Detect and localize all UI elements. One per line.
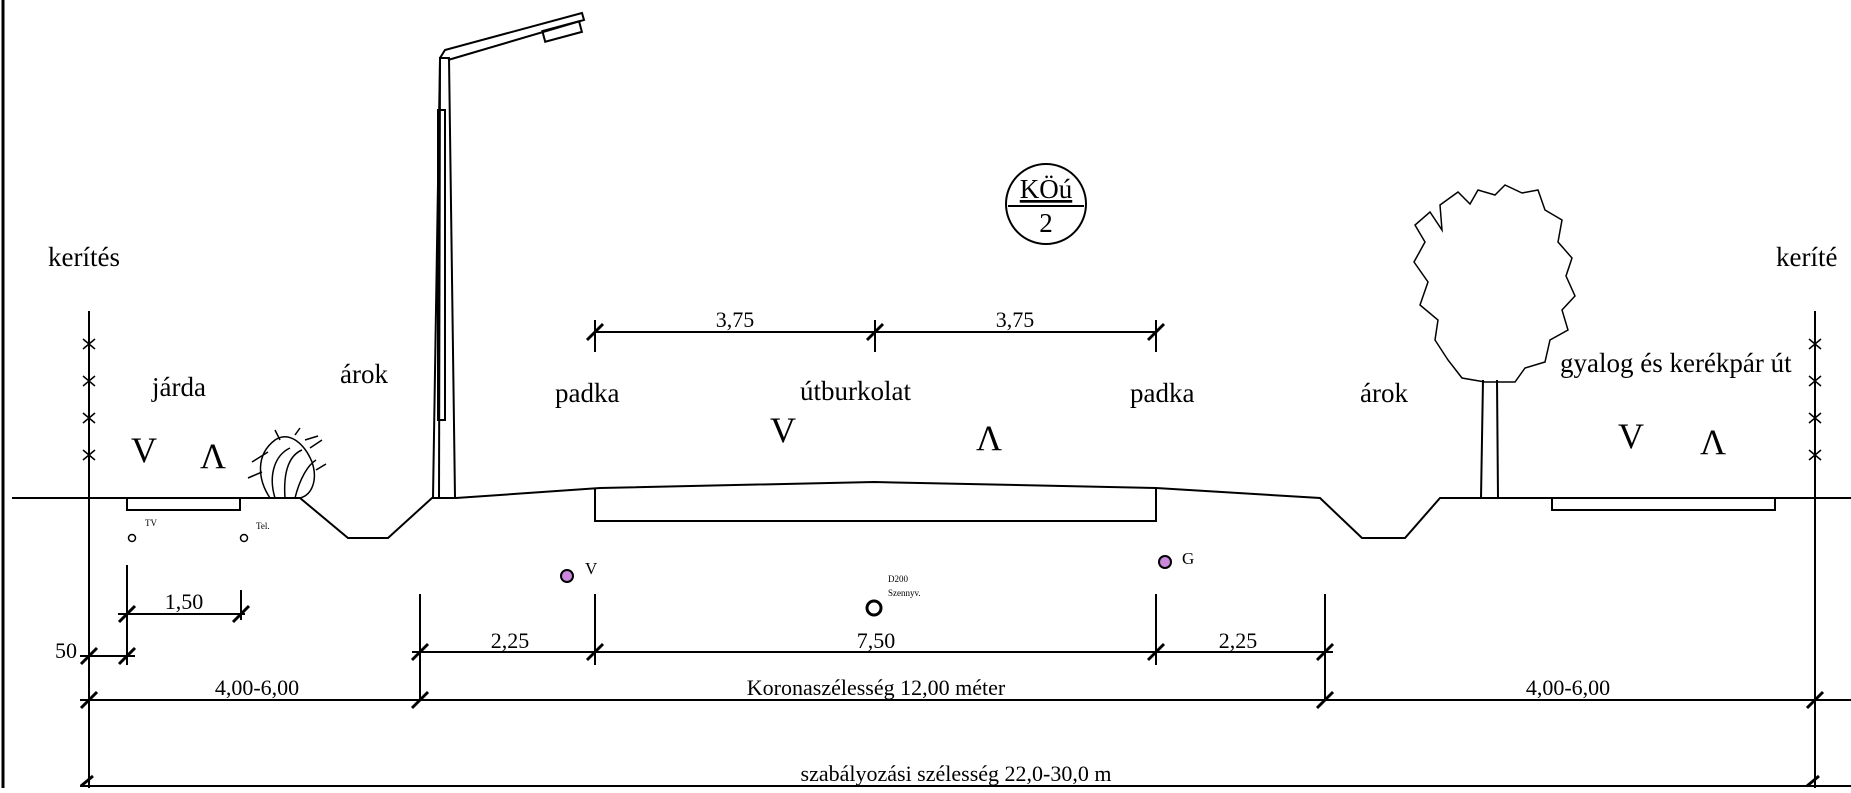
symbol-v-path: V <box>1618 416 1644 456</box>
tel-label: Tel. <box>256 521 270 531</box>
dim-crown-width: Koronaszélesség 12,00 méter <box>747 675 1006 700</box>
sewer-pipe-marker <box>865 599 883 617</box>
cycle-path-label: gyalog és kerékpár út <box>1560 348 1792 378</box>
ditch-label-right: árok <box>1360 378 1408 408</box>
tv-cable-marker <box>127 533 137 543</box>
sewer-diameter-label: D200 <box>888 574 908 584</box>
symbol-v-sidewalk: V <box>131 430 157 470</box>
dim-tv-tel-spacing: 1,50 <box>165 589 204 614</box>
dim-offset-50: 50 <box>55 638 77 663</box>
badge-bottom-text: 2 <box>1039 208 1053 238</box>
gas-label: G <box>1182 549 1194 568</box>
dim-regulation-width: szabályozási szélesség 22,0-30,0 m <box>801 761 1112 786</box>
telephone-cable-marker <box>239 533 249 543</box>
gas-main-marker <box>1158 555 1172 569</box>
fence-label-right: keríté <box>1776 242 1837 272</box>
dim-carriageway: 7,50 <box>857 628 896 653</box>
badge-top-text: KÖú <box>1020 174 1073 204</box>
sewer-type-label: Szennyv. <box>888 588 921 598</box>
pavement-label: útburkolat <box>800 376 911 406</box>
ground-profile <box>12 480 1851 539</box>
sidewalk-slab <box>126 498 241 511</box>
fence-label-left: kerítés <box>48 242 120 272</box>
ditch-label-left: árok <box>340 359 388 389</box>
tv-label: TV <box>145 518 157 528</box>
street-lamp <box>431 11 586 499</box>
shrub <box>247 427 327 499</box>
dim-side-left: 4,00-6,00 <box>215 675 299 700</box>
dim-shoulder-right: 2,25 <box>1219 628 1258 653</box>
fence-crosses <box>82 338 1822 461</box>
dim-side-right: 4,00-6,00 <box>1526 675 1610 700</box>
shoulder-label-right: padka <box>1130 378 1194 408</box>
symbol-lambda-path: Λ <box>1700 422 1726 462</box>
path-slab <box>1551 498 1776 511</box>
water-main-marker <box>560 569 574 583</box>
symbol-lambda-sidewalk: Λ <box>200 436 226 476</box>
symbol-lambda-road: Λ <box>976 418 1002 458</box>
dim-lane-left: 3,75 <box>716 307 755 332</box>
symbol-v-road: V <box>770 410 796 450</box>
dim-lane-right: 3,75 <box>996 307 1035 332</box>
dim-shoulder-left: 2,25 <box>491 628 530 653</box>
road-category-badge <box>1005 163 1087 245</box>
water-label: V <box>585 559 598 578</box>
pavement-slab <box>594 489 1157 522</box>
shoulder-label-left: padka <box>555 378 619 408</box>
dimension-lines <box>80 320 1851 787</box>
sidewalk-label: járda <box>151 372 206 402</box>
dimension-ticks <box>79 322 1825 788</box>
tree <box>1413 184 1576 499</box>
